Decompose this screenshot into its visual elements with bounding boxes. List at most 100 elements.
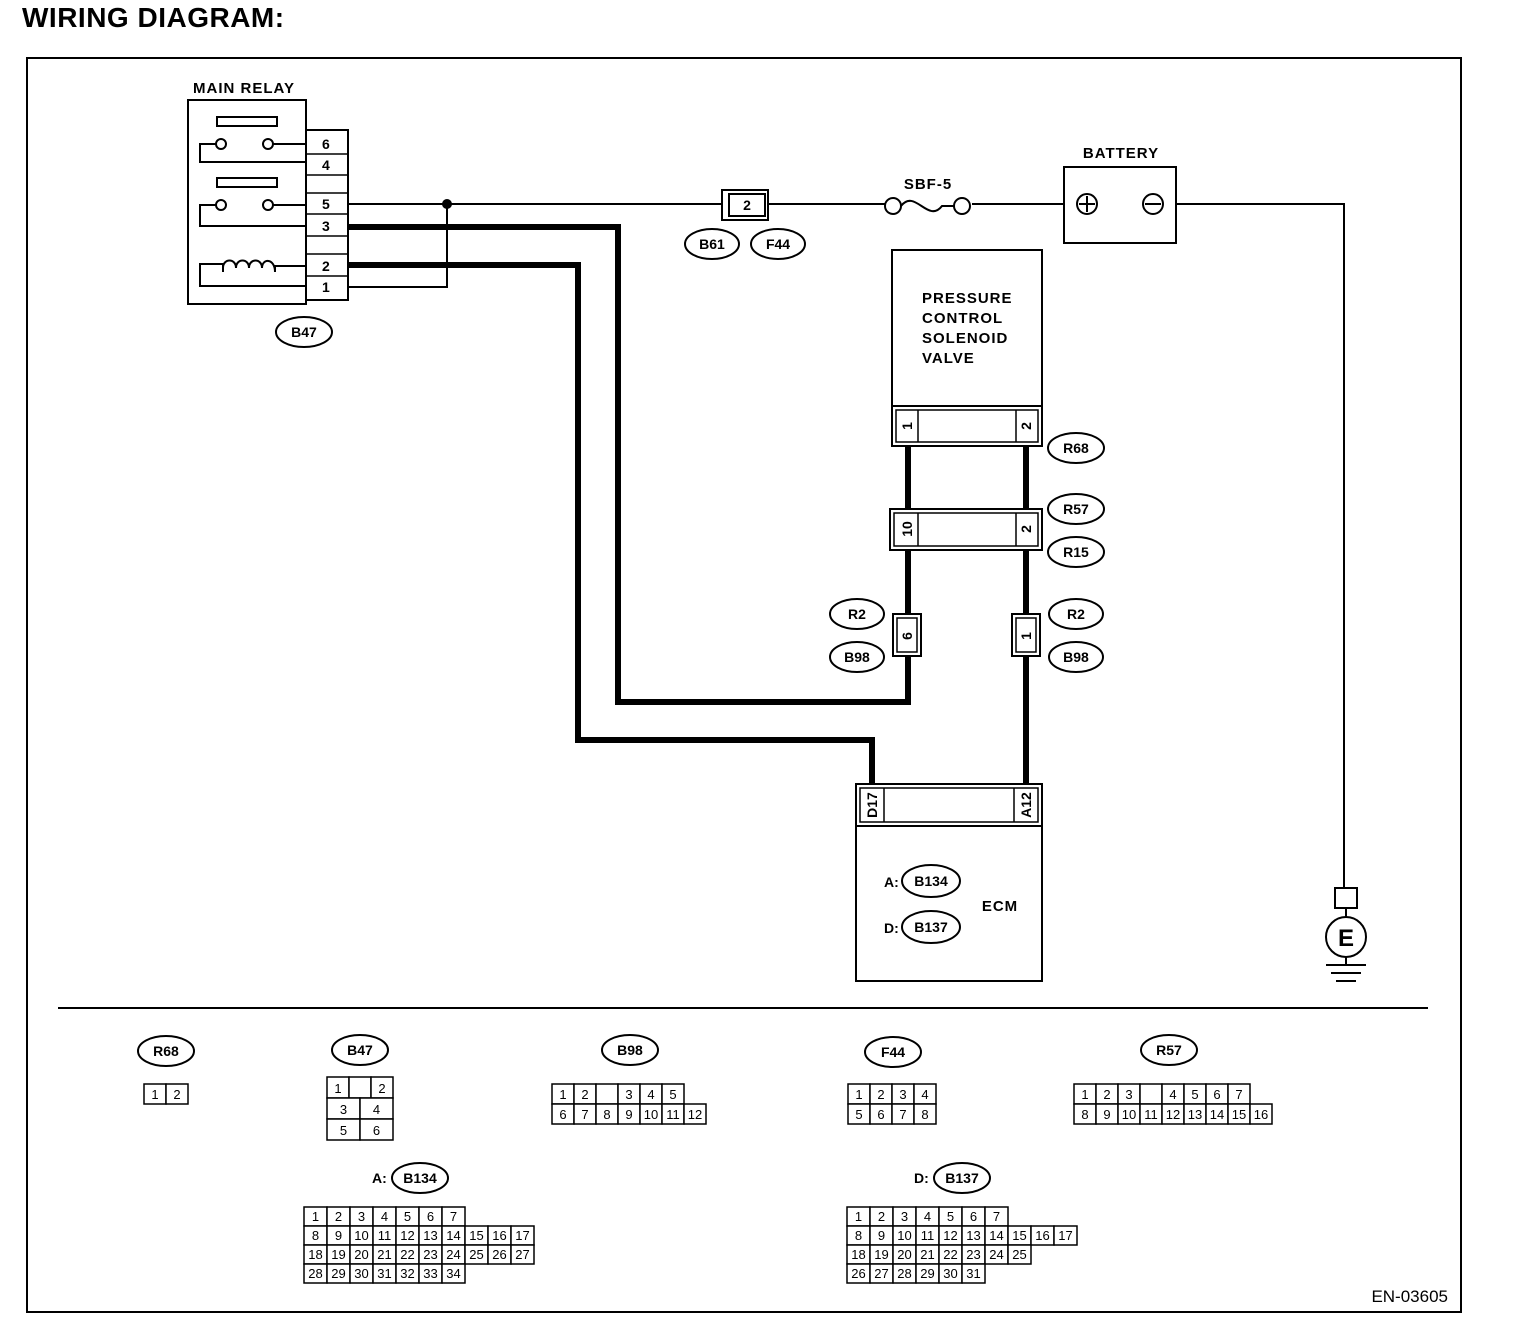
connector-cell-label: 11 — [1144, 1107, 1158, 1122]
connector-cell-label: 14 — [446, 1228, 460, 1243]
connector-cell-label: 14 — [989, 1228, 1003, 1243]
left-splice-tag-b98: B98 — [844, 649, 870, 665]
connector-cell-label: 29 — [331, 1266, 345, 1281]
connector-cell-label: 8 — [603, 1107, 610, 1122]
connector-cell-label: 16 — [492, 1228, 506, 1243]
relay-pin-6: 6 — [322, 136, 330, 152]
figure-code: EN-03605 — [1371, 1287, 1448, 1306]
connector-cell-label: 6 — [373, 1123, 380, 1138]
solenoid-label-line-4: VALVE — [922, 350, 975, 367]
mid-connector-pin-2: 2 — [1018, 525, 1034, 533]
right-splice-pin: 1 — [1018, 632, 1034, 640]
connector-cell — [595, 1083, 619, 1105]
main-relay-label: MAIN RELAY — [193, 80, 295, 97]
ecm-label: ECM — [982, 898, 1018, 915]
connector-cell-label: 19 — [874, 1247, 888, 1262]
connector-cell-label: 21 — [920, 1247, 934, 1262]
connector-cell-label: 15 — [469, 1228, 483, 1243]
mid-connector-pin-10: 10 — [899, 521, 915, 537]
connector-cell-label: 5 — [1191, 1087, 1198, 1102]
solenoid-pin-1: 1 — [899, 422, 915, 430]
ecm-connector-b134: B134 — [914, 873, 948, 889]
left-splice-tag-r2: R2 — [848, 606, 866, 622]
relay-pin-5: 5 — [322, 196, 330, 212]
connector-cell — [913, 1103, 937, 1125]
connector-cell-label: 8 — [855, 1228, 862, 1243]
connector-cell-label: 28 — [897, 1266, 911, 1281]
connector-cell-label: 2 — [878, 1209, 885, 1224]
connector-cell-label: 12 — [943, 1228, 957, 1243]
relay-pin-2: 2 — [322, 258, 330, 274]
connector-cell-label: 11 — [666, 1107, 680, 1122]
connector-cell — [441, 1263, 466, 1284]
connector-cell-label: 27 — [515, 1247, 529, 1262]
connector-cell-label: 7 — [581, 1107, 588, 1122]
battery-label: BATTERY — [1083, 145, 1159, 162]
ecm-pin-a12: A12 — [1018, 792, 1034, 818]
ecm: D17 A12 A: B134 D: B137 ECM — [855, 783, 1043, 982]
right-splice: 1 R2 B98 — [1011, 598, 1104, 673]
connector-view-tag-b98: B98 — [617, 1042, 643, 1058]
left-splice-pin: 6 — [899, 632, 915, 640]
relay-pin-3: 3 — [322, 218, 330, 234]
diagram-frame — [26, 57, 1462, 1313]
junction-tag-b61: B61 — [699, 236, 725, 252]
ground: E — [1325, 887, 1367, 982]
connector-cell-label: 12 — [688, 1107, 702, 1122]
mid-connector: 10 2 R57 R15 — [889, 493, 1105, 568]
connector-cell-label: 15 — [1232, 1107, 1246, 1122]
junction-pin: 2 — [743, 197, 751, 213]
connector-cell-label: 15 — [1012, 1228, 1026, 1243]
fuse-icon — [900, 199, 954, 213]
connector-cell-label: 8 — [312, 1228, 319, 1243]
relay-coil-icon — [199, 259, 306, 287]
mid-connector-tag-r57: R57 — [1063, 501, 1089, 517]
connector-cell-label: 26 — [492, 1247, 506, 1262]
connector-cell-label: 28 — [308, 1266, 322, 1281]
connector-cell-label: 1 — [312, 1209, 319, 1224]
connector-cell-label: 2 — [335, 1209, 342, 1224]
connector-cell-label: 6 — [559, 1107, 566, 1122]
connector-cell-label: 16 — [1254, 1107, 1268, 1122]
mid-connector-tag-r15: R15 — [1063, 544, 1089, 560]
connector-cell-label: 26 — [851, 1266, 865, 1281]
connector-cell-label: 6 — [970, 1209, 977, 1224]
connector-cell-label: 33 — [423, 1266, 437, 1281]
connector-cell — [683, 1103, 707, 1125]
connector-cell-label: 4 — [924, 1209, 931, 1224]
connector-cell-label: 10 — [644, 1107, 658, 1122]
connector-cell-label: 11 — [378, 1228, 392, 1243]
relay-pin-4: 4 — [322, 157, 330, 173]
connector-cell-label: 4 — [1169, 1087, 1176, 1102]
junction-connector: 2 B61 F44 — [684, 189, 806, 260]
connector-cell-label: 1 — [855, 1209, 862, 1224]
connector-cell-label: 13 — [1188, 1107, 1202, 1122]
connector-cell — [165, 1083, 189, 1105]
connector-cell-label: 8 — [1081, 1107, 1088, 1122]
connector-cell-label: 27 — [874, 1266, 888, 1281]
ecm-prefix-a: A: — [884, 874, 899, 890]
connector-cell — [1053, 1225, 1078, 1246]
battery: BATTERY — [1063, 145, 1177, 244]
connector-cell-label: 21 — [377, 1247, 391, 1262]
connector-cell-label: 2 — [378, 1081, 385, 1096]
connector-view-tag-b137: B137 — [945, 1170, 979, 1186]
connector-cell-label: 20 — [354, 1247, 368, 1262]
ecm-pin-d17: D17 — [864, 792, 880, 818]
fuse-sbf5: SBF-5 — [884, 176, 971, 215]
solenoid-label-line-1: PRESSURE — [922, 290, 1013, 307]
connector-cell-label: 11 — [921, 1228, 935, 1243]
connector-cell-label: 18 — [308, 1247, 322, 1262]
solenoid-label-line-2: CONTROL — [922, 310, 1003, 327]
pressure-control-solenoid-valve: PRESSURE CONTROL SOLENOID VALVE 1 2 R68 — [891, 249, 1105, 464]
connector-cell-label: 9 — [878, 1228, 885, 1243]
connector-cell-label: 2 — [877, 1087, 884, 1102]
connector-cell-label: 8 — [921, 1107, 928, 1122]
